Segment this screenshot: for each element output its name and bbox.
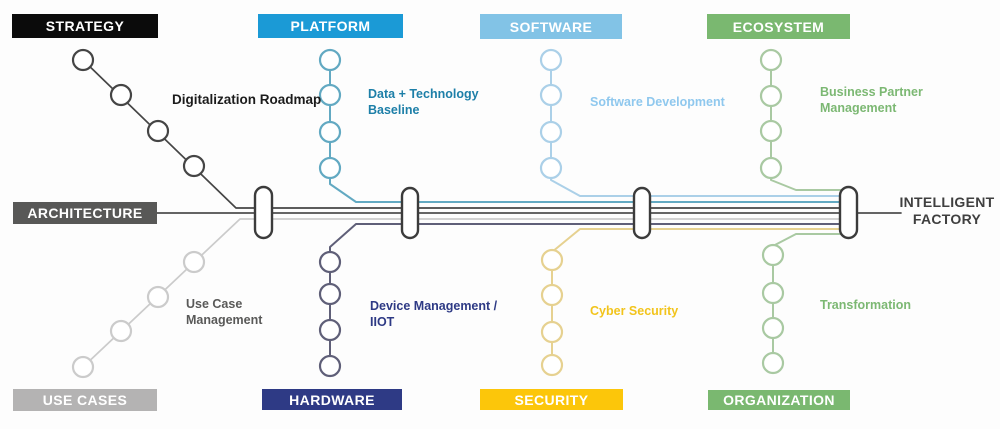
milestone-circle-ecosystem bbox=[759, 156, 783, 180]
milestone-circle-platform bbox=[318, 156, 342, 180]
terminal-line2: FACTORY bbox=[912, 211, 982, 227]
track-line-hardware bbox=[329, 223, 853, 365]
milestone-circle-platform bbox=[318, 83, 342, 107]
track-line-ecosystem bbox=[770, 61, 853, 191]
hub-station bbox=[400, 186, 420, 240]
milestone-circle-ecosystem bbox=[759, 84, 783, 108]
milestone-circle-security bbox=[540, 353, 564, 377]
milestone-circle-software bbox=[539, 156, 563, 180]
track-label-ecosystem: ECOSYSTEM bbox=[707, 14, 850, 39]
milestone-circle-organization bbox=[761, 281, 785, 305]
milestone-circle-hardware bbox=[318, 250, 342, 274]
milestone-circle-use-cases bbox=[182, 250, 206, 274]
milestone-circle-use-cases bbox=[146, 285, 170, 309]
milestone-circle-strategy bbox=[109, 83, 133, 107]
milestone-circle-software bbox=[539, 83, 563, 107]
milestone-circle-strategy bbox=[71, 48, 95, 72]
milestone-circle-strategy bbox=[182, 154, 206, 178]
track-line-security bbox=[551, 228, 853, 364]
track-line-use-cases bbox=[82, 218, 853, 368]
track-note-security: Cyber Security bbox=[590, 304, 679, 318]
milestone-circle-hardware bbox=[318, 318, 342, 342]
milestone-circle-platform bbox=[318, 48, 342, 72]
milestone-circle-use-cases bbox=[109, 319, 133, 343]
milestone-circle-security bbox=[540, 248, 564, 272]
track-label-security: SECURITY bbox=[480, 389, 623, 410]
hub-station bbox=[838, 185, 859, 240]
milestone-circle-security bbox=[540, 320, 564, 344]
track-label-hardware: HARDWARE bbox=[262, 389, 402, 410]
track-label-strategy: STRATEGY bbox=[12, 14, 158, 38]
milestone-circle-strategy bbox=[146, 119, 170, 143]
milestone-circle-ecosystem bbox=[759, 48, 783, 72]
track-line-software bbox=[550, 61, 853, 197]
track-label-software: SOFTWARE bbox=[480, 14, 622, 39]
milestone-circle-use-cases bbox=[71, 355, 95, 379]
track-note-organization: Transformation bbox=[820, 298, 911, 312]
terminal-line1: INTELLIGENT bbox=[899, 194, 995, 210]
track-note-strategy: Digitalization Roadmap bbox=[172, 92, 322, 107]
track-label-platform: PLATFORM bbox=[258, 14, 403, 38]
milestone-circle-software bbox=[539, 48, 563, 72]
milestone-circle-organization bbox=[761, 316, 785, 340]
track-line-strategy bbox=[82, 59, 853, 209]
track-note-use-cases: Use Case Management bbox=[186, 297, 263, 327]
hub-station bbox=[632, 186, 652, 240]
milestone-circle-ecosystem bbox=[759, 119, 783, 143]
track-label-architecture: ARCHITECTURE bbox=[13, 202, 157, 224]
milestone-circle-organization bbox=[761, 351, 785, 375]
milestone-circle-platform bbox=[318, 120, 342, 144]
milestone-circle-organization bbox=[761, 243, 785, 267]
track-note-platform: Data + Technology Baseline bbox=[368, 87, 479, 117]
track-label-use-cases: USE CASES bbox=[13, 389, 157, 411]
terminal-label: INTELLIGENT FACTORY bbox=[898, 194, 996, 228]
track-label-organization: ORGANIZATION bbox=[708, 390, 850, 410]
track-note-software: Software Development bbox=[590, 95, 725, 109]
track-note-hardware: Device Management / IIOT bbox=[370, 299, 498, 329]
milestone-circle-security bbox=[540, 283, 564, 307]
hub-station bbox=[253, 185, 274, 240]
track-note-ecosystem: Business Partner Management bbox=[820, 85, 923, 115]
milestone-circle-hardware bbox=[318, 282, 342, 306]
milestone-circle-hardware bbox=[318, 354, 342, 378]
milestone-circle-software bbox=[539, 120, 563, 144]
